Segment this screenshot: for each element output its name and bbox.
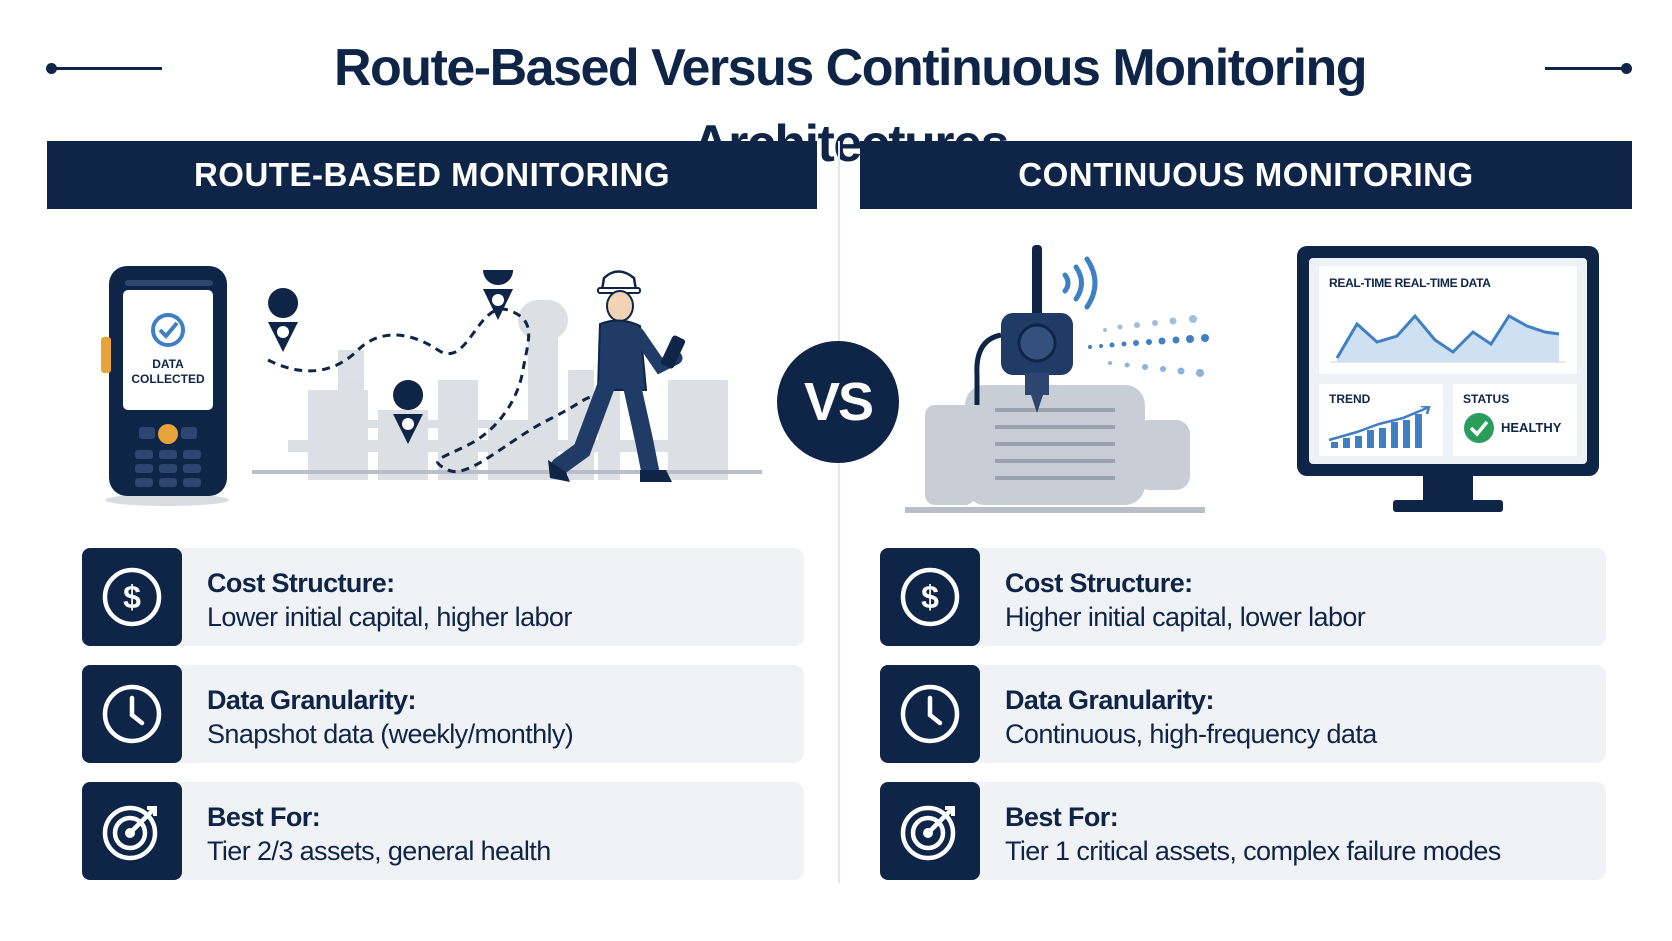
route-walk-illustration — [252, 270, 762, 482]
clock-icon — [102, 684, 162, 744]
route-based-header: ROUTE-BASED MONITORING — [47, 141, 817, 209]
dashboard-monitor: REAL-TIME REAL-TIME DATA TREND STATUS HE… — [1297, 246, 1599, 518]
dollar-icon: $ — [900, 567, 960, 627]
svg-text:$: $ — [123, 579, 141, 615]
monitor-trend-label: TREND — [1329, 392, 1371, 406]
device-text-collected: COLLECTED — [131, 372, 205, 386]
clock-icon — [900, 684, 960, 744]
left-card-granularity: Data Granularity: Snapshot data (weekly/… — [82, 665, 804, 763]
device-text-data: DATA — [152, 357, 184, 371]
center-divider — [838, 141, 840, 883]
cost-structure-label: Cost Structure: — [207, 568, 395, 598]
right-card-cost: $ Cost Structure: Higher initial capital… — [880, 548, 1606, 646]
data-granularity-value: Snapshot data (weekly/monthly) — [207, 719, 574, 749]
monitor-healthy-label: HEALTHY — [1501, 420, 1562, 435]
handheld-data-collector-icon: DATA COLLECTED — [101, 266, 229, 506]
cost-structure-label: Cost Structure: — [1005, 568, 1193, 598]
data-granularity-label: Data Granularity: — [1005, 685, 1214, 715]
dollar-icon: $ — [102, 567, 162, 627]
cost-structure-value: Lower initial capital, higher labor — [207, 602, 572, 632]
realtime-line-icon — [1331, 313, 1565, 363]
target-icon — [900, 805, 956, 861]
title-rule-left — [50, 67, 162, 70]
title-rule-right — [1545, 67, 1627, 70]
healthy-check-icon — [1464, 413, 1494, 443]
svg-text:$: $ — [921, 579, 939, 615]
cost-structure-value: Higher initial capital, lower labor — [1005, 602, 1366, 632]
best-for-label: Best For: — [1005, 802, 1119, 832]
monitor-title: REAL-TIME REAL-TIME DATA — [1329, 276, 1491, 290]
left-card-cost: $ Cost Structure: Lower initial capital,… — [82, 548, 804, 646]
title-row: Route-Based Versus Continuous Monitoring… — [0, 30, 1672, 173]
monitor-status-label: STATUS — [1463, 392, 1510, 406]
best-for-value: Tier 2/3 assets, general health — [207, 836, 551, 866]
best-for-label: Best For: — [207, 802, 321, 832]
trend-bars-icon — [1328, 406, 1431, 448]
data-granularity-label: Data Granularity: — [207, 685, 416, 715]
right-card-best-for: Best For: Tier 1 critical assets, comple… — [880, 782, 1606, 880]
right-card-granularity: Data Granularity: Continuous, high-frequ… — [880, 665, 1606, 763]
target-icon — [102, 805, 158, 861]
title-dot-right — [1621, 63, 1632, 74]
best-for-value: Tier 1 critical assets, complex failure … — [1005, 836, 1501, 866]
left-card-best-for: Best For: Tier 2/3 assets, general healt… — [82, 782, 804, 880]
continuous-header: CONTINUOUS MONITORING — [860, 141, 1632, 209]
wireless-sensor-on-motor-icon — [905, 245, 1209, 513]
data-granularity-value: Continuous, high-frequency data — [1005, 719, 1377, 749]
vs-badge: VS — [777, 341, 899, 463]
title-dot-left — [46, 63, 57, 74]
